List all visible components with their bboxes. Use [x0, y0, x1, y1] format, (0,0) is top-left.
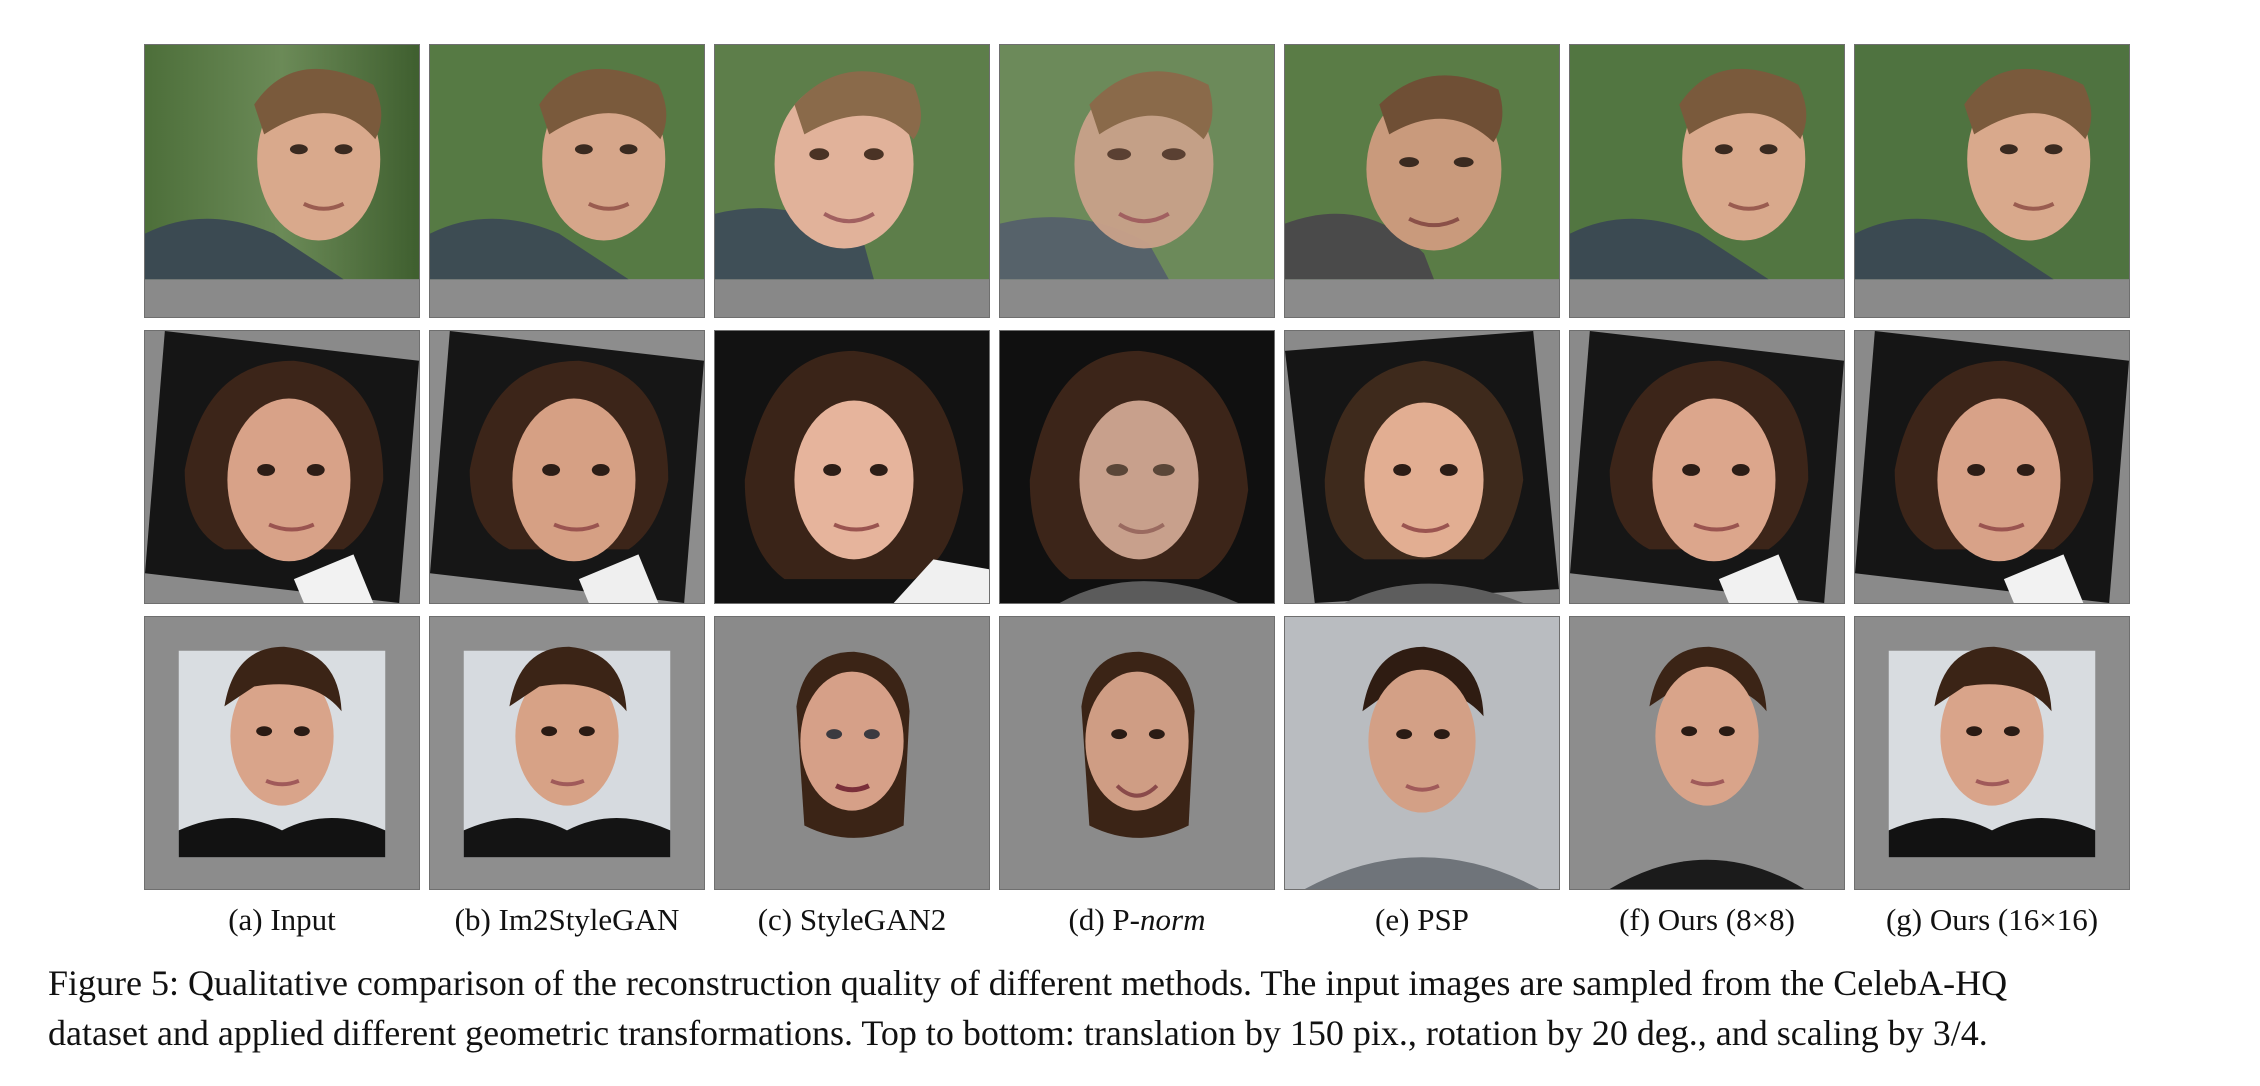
row-scaling: [144, 616, 2130, 890]
face-photo-scaling-psp: [1284, 616, 1560, 890]
face-portrait-15: [145, 617, 419, 889]
face-photo-scaling-im2stylegan: [429, 616, 705, 890]
face-photo-rotation-input: [144, 330, 420, 604]
caption-line-1: Figure 5: Qualitative comparison of the …: [48, 963, 2008, 1003]
face-photo-rotation-ours-8x8: [1569, 330, 1845, 604]
face-portrait-8: [145, 331, 419, 603]
face-photo-translation-psp: [1284, 44, 1560, 318]
face-photo-translation-pnorm: [999, 44, 1275, 318]
face-photo-scaling-pnorm: [999, 616, 1275, 890]
face-portrait-4: [1000, 45, 1274, 317]
face-photo-scaling-stylegan2: [714, 616, 990, 890]
face-portrait-3: [715, 45, 989, 317]
face-portrait-6: [1570, 45, 1844, 317]
face-portrait-20: [1570, 617, 1844, 889]
column-labels: (a) Input (b) Im2StyleGAN (c) StyleGAN2 …: [144, 900, 2130, 940]
face-portrait-5: [1285, 45, 1559, 317]
column-label-ours-16x16: (g) Ours (16×16): [1885, 902, 2099, 937]
column-label-pnorm-italic: norm: [1140, 902, 1206, 937]
face-photo-scaling-input: [144, 616, 420, 890]
face-portrait-17: [715, 617, 989, 889]
column-label-im2stylegan: (b) Im2StyleGAN: [454, 902, 680, 937]
face-photo-translation-ours-8x8: [1569, 44, 1845, 318]
caption-line-2: dataset and applied different geometric …: [48, 1013, 1988, 1053]
face-photo-translation-stylegan2: [714, 44, 990, 318]
face-photo-rotation-ours-16x16: [1854, 330, 2130, 604]
face-portrait-14: [1855, 331, 2129, 603]
column-label-stylegan2: (c) StyleGAN2: [757, 902, 947, 937]
face-portrait-11: [1000, 331, 1274, 603]
face-photo-rotation-pnorm: [999, 330, 1275, 604]
column-label-ours-8x8: (f) Ours (8×8): [1619, 902, 1795, 937]
face-photo-rotation-im2stylegan: [429, 330, 705, 604]
face-photo-scaling-ours-8x8: [1569, 616, 1845, 890]
face-portrait-7: [1855, 45, 2129, 317]
figure-caption: Figure 5: Qualitative comparison of the …: [48, 958, 2228, 1058]
face-photo-translation-input: [144, 44, 420, 318]
face-portrait-10: [715, 331, 989, 603]
column-label-psp: (e) PSP: [1375, 902, 1469, 937]
face-portrait-2: [430, 45, 704, 317]
face-photo-rotation-stylegan2: [714, 330, 990, 604]
face-portrait-1: [145, 45, 419, 317]
row-translation: [144, 44, 2130, 318]
row-rotation: [144, 330, 2130, 604]
face-portrait-13: [1570, 331, 1844, 603]
column-label-input: (a) Input: [228, 902, 336, 937]
column-label-pnorm: (d) P-norm: [1068, 902, 1206, 937]
face-portrait-21: [1855, 617, 2129, 889]
face-portrait-16: [430, 617, 704, 889]
face-photo-rotation-psp: [1284, 330, 1560, 604]
face-photo-scaling-ours-16x16: [1854, 616, 2130, 890]
face-portrait-12: [1285, 331, 1559, 603]
face-portrait-19: [1285, 617, 1559, 889]
image-grid: [144, 44, 2130, 902]
face-portrait-9: [430, 331, 704, 603]
face-portrait-18: [1000, 617, 1274, 889]
face-photo-translation-im2stylegan: [429, 44, 705, 318]
face-photo-translation-ours-16x16: [1854, 44, 2130, 318]
